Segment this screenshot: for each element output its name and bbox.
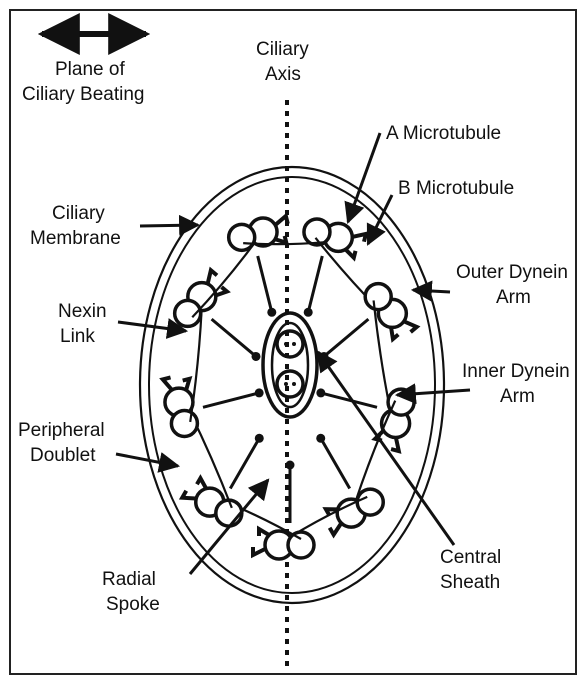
label-inner-dynein-line1: Inner Dynein (462, 361, 570, 382)
outer-dynein-arm (253, 547, 265, 555)
label-peripheral-line2: Doublet (30, 445, 96, 466)
label-outer-dynein-line1: Outer Dynein (456, 262, 568, 283)
spoke-head (252, 352, 261, 361)
spoke-head (316, 434, 325, 443)
spoke-head (267, 308, 276, 317)
label-central-sheath-line1: Central (440, 547, 501, 568)
label-plane-line2: Ciliary Beating (22, 84, 145, 105)
label-axis-line2: Axis (265, 64, 301, 85)
radial-spoke (324, 319, 368, 356)
label-peripheral-line1: Peripheral (18, 420, 105, 441)
peripheral-doublet (175, 242, 255, 326)
radial-spoke (203, 393, 259, 407)
outer-dynein-arm (353, 234, 366, 242)
label-nexin-line1: Nexin (58, 301, 107, 322)
radial-spoke (321, 438, 350, 488)
peripheral-doublet-arrow (116, 454, 178, 466)
radial-spokes (203, 256, 377, 523)
a-microtubule-arrow (348, 133, 380, 222)
label-radial-spoke-line1: Radial (102, 569, 156, 590)
central-microtubule (277, 371, 303, 397)
outer-dynein-arm (276, 216, 288, 225)
peripheral-doublet (290, 489, 383, 537)
radial-spoke (308, 256, 322, 312)
spoke-head (304, 308, 313, 317)
b-microtubule (288, 532, 314, 558)
inner-dynein-arm (346, 249, 356, 257)
label-b-microtubule: B Microtubule (398, 178, 514, 199)
nexin-link-arrow (118, 322, 186, 331)
inner-dynein-arm (259, 529, 269, 536)
ciliary-membrane-arrow (140, 225, 198, 226)
outer-dynein-arm (208, 270, 217, 283)
b-microtubule (229, 224, 255, 250)
label-nexin-line2: Link (60, 326, 95, 347)
ciliary-membrane-inner (149, 177, 435, 593)
b-microtubule (171, 410, 197, 436)
b-microtubule (216, 500, 242, 526)
label-axis-line1: Ciliary (256, 39, 309, 60)
outer-dynein-arm (330, 524, 341, 535)
b-microtubule (365, 284, 391, 310)
outer-dynein-arm (391, 438, 399, 451)
radial-spoke (212, 319, 256, 356)
central-sheath (263, 313, 317, 417)
inner-dynein-arm (391, 328, 398, 340)
label-ciliary-membrane-line2: Membrane (30, 228, 121, 249)
label-radial-spoke-line2: Spoke (106, 594, 160, 615)
outer-dynein-arm (404, 322, 416, 332)
label-outer-dynein-line2: Arm (496, 287, 531, 308)
radial-spoke (258, 256, 272, 312)
central-microtubule (277, 331, 303, 357)
inner-dynein-arm (197, 478, 206, 488)
label-ciliary-membrane-line1: Ciliary (52, 203, 105, 224)
label-central-sheath-line2: Sheath (440, 572, 500, 593)
central-pair (277, 331, 303, 397)
b-microtubule (357, 489, 383, 515)
outer-dynein-arrow (413, 290, 450, 292)
outer-dynein-arm (182, 491, 195, 499)
b-microtubule-arrow (368, 195, 392, 244)
label-a-microtubule: A Microtubule (386, 123, 501, 144)
labels: Plane of Ciliary Beating Ciliary Axis A … (18, 39, 570, 615)
spoke-head (255, 434, 264, 443)
nexin-link (192, 242, 255, 317)
spoke-head (316, 388, 325, 397)
label-plane-line1: Plane of (55, 59, 125, 80)
spoke-head (255, 388, 264, 397)
label-inner-dynein-line2: Arm (500, 386, 535, 407)
outer-dynein-arm (163, 377, 172, 389)
spoke-head (286, 461, 295, 470)
radial-spoke (230, 438, 259, 488)
